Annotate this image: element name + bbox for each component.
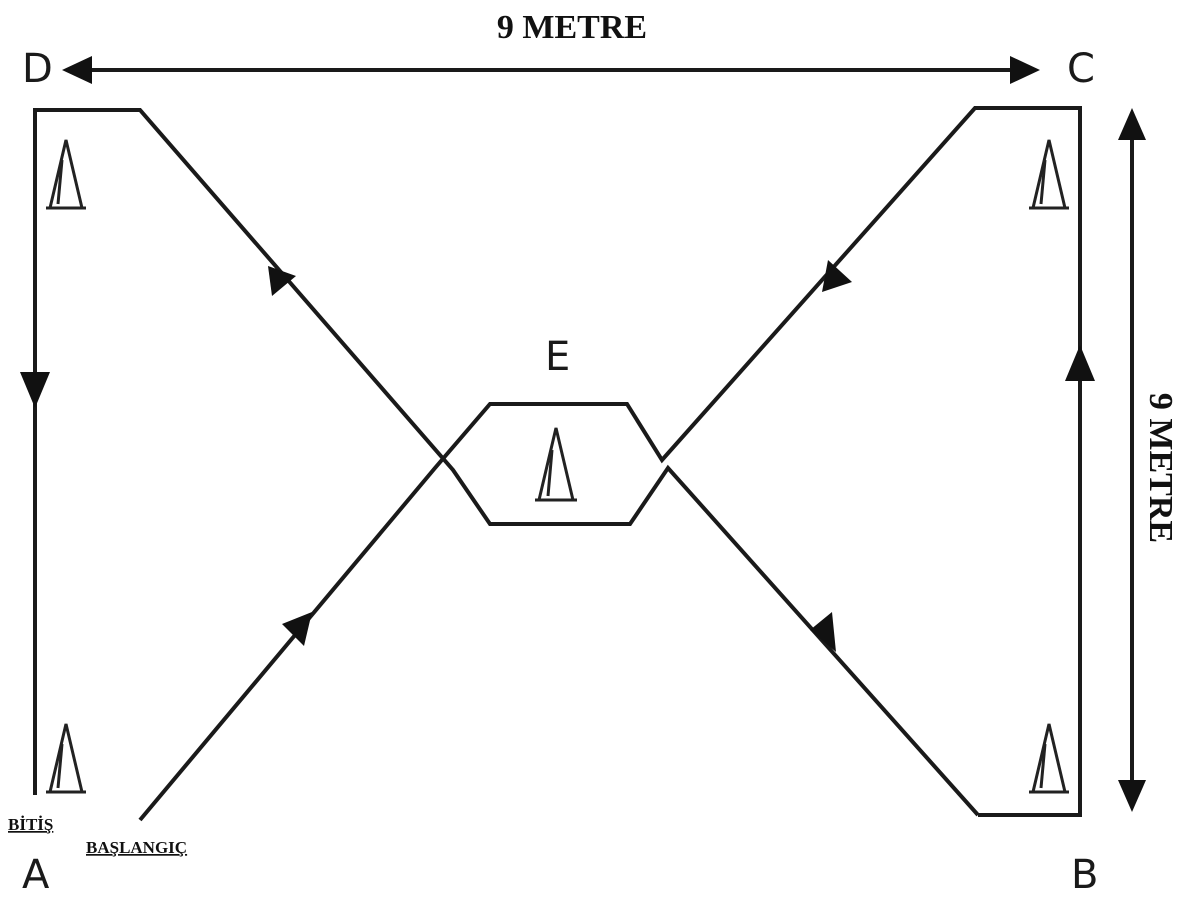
corner-label-b: B [1071,852,1098,897]
cone-icon [1029,139,1069,210]
arrow-down-icon [20,372,50,408]
arrow-down-left-icon [822,260,852,292]
corner-label-c: C [1067,46,1095,92]
path-segment-b-to-a [33,108,980,817]
arrow-up-left-icon [268,266,296,296]
corner-label-d: D [22,46,53,92]
direction-arrows [20,260,1095,652]
side-dimension-arrow [1118,108,1146,812]
arrow-up-icon [1065,345,1095,381]
start-label: BAŞLANGIÇ [86,838,187,857]
corner-label-a: A [22,852,50,897]
top-dimension-arrow [62,56,1040,84]
finish-label: BİTİŞ [8,815,53,834]
cone-icon [535,427,577,502]
top-dimension-label: 9 METRE [497,9,647,46]
path-segment-start-to-c [138,106,1082,822]
arrow-down-right-icon [810,612,836,652]
cone-icon [46,723,86,794]
center-label-e: E [545,334,570,380]
cone-icon [46,139,86,210]
cone-icon [1029,723,1069,794]
arrow-up-right-icon [282,612,312,646]
side-dimension-label: 9 METRE [1142,393,1179,543]
